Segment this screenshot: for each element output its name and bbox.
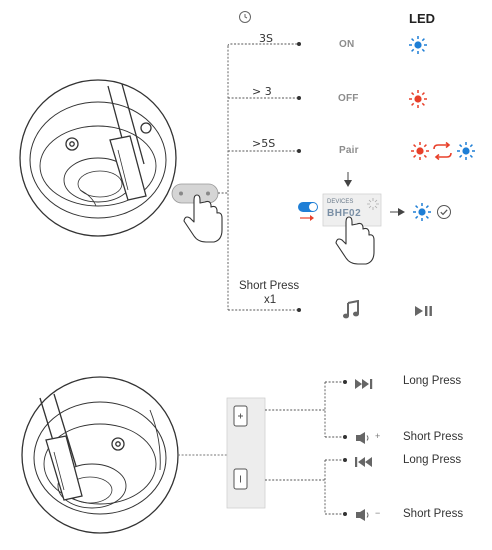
blue-light-icon-result xyxy=(412,202,432,227)
bluetooth-toggle-icon xyxy=(298,202,318,221)
next-track-icon xyxy=(354,377,376,395)
pressing-hand-icon xyxy=(183,194,223,243)
state-off: OFF xyxy=(338,93,359,104)
red-light-icon xyxy=(408,89,428,114)
red-blue-alternating-icon xyxy=(410,141,476,166)
long-press-next-label: Long Press xyxy=(403,375,462,387)
devices-title: DEVICES xyxy=(327,199,354,205)
state-on: ON xyxy=(339,39,355,50)
volume-down-icon xyxy=(355,508,383,527)
volume-down-symbol: − xyxy=(375,508,381,518)
volume-up-icon xyxy=(355,431,383,450)
headphone-earcup-bottom xyxy=(21,376,179,534)
power-branch-lines xyxy=(218,43,298,311)
headphone-earcup-top xyxy=(19,79,177,237)
blue-light-icon xyxy=(408,35,428,60)
pressing-hand-icon-2 xyxy=(335,216,375,265)
duration-label-on: 3S xyxy=(259,32,273,45)
volume-up-symbol: + xyxy=(375,431,381,441)
check-icon xyxy=(436,204,452,225)
side-control-panel xyxy=(226,397,266,509)
music-note-icon xyxy=(342,299,360,325)
device-name: BHF02 xyxy=(327,208,362,219)
short-press-count: x1 xyxy=(264,294,277,306)
play-pause-icon xyxy=(414,304,434,322)
previous-track-icon xyxy=(354,455,376,473)
long-press-previous-label: Long Press xyxy=(403,454,462,466)
short-press-label: Short Press xyxy=(239,280,300,292)
branch-dots xyxy=(297,42,301,312)
duration-label-off: > 3 xyxy=(252,85,272,98)
volume-branch-lines xyxy=(265,381,344,515)
clock-icon xyxy=(238,10,252,29)
short-press-volume-down-label: Short Press xyxy=(403,508,464,520)
duration-label-pair: >5S xyxy=(252,137,276,150)
led-header: LED xyxy=(409,11,435,26)
state-pair: Pair xyxy=(339,145,359,156)
short-press-volume-up-label: Short Press xyxy=(403,431,464,443)
